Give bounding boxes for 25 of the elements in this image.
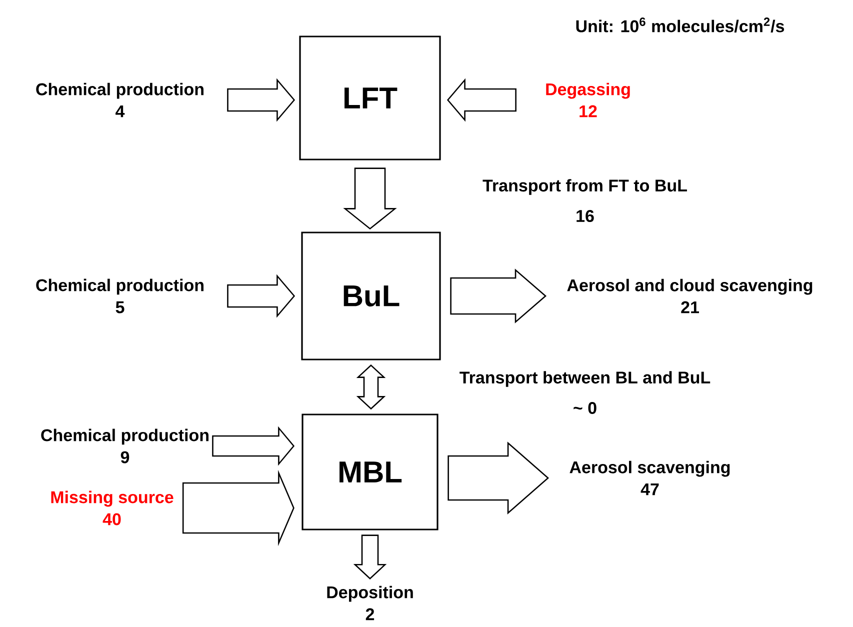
flux-label: Chemical production 9 [41, 428, 208, 464]
note-text: Unit: 10$^{6}$ molecules/cm$^{2}$/s [576, 18, 784, 32]
flux-label: Chemical production 4 [36, 82, 204, 118]
block-arrow [182, 470, 294, 546]
flux-label: Aerosol scavenging 47 [570, 460, 730, 496]
flux-label: Degassing 12 [546, 82, 630, 118]
layer-box: BuL [301, 232, 441, 360]
block-arrow [343, 168, 397, 230]
note-text: Transport between BL and BuL [460, 371, 710, 387]
layer-box: LFT [299, 36, 441, 160]
flux-label: Aerosol and cloud scavenging 21 [567, 278, 812, 314]
flux-label: Deposition 2 [327, 586, 413, 620]
block-arrow [353, 534, 387, 580]
note-text: Transport from FT to BuL [482, 179, 687, 195]
layer-box: MBL [302, 414, 438, 530]
note-text: 16 [576, 210, 594, 222]
block-arrow [227, 78, 296, 122]
flux-label: Chemical production 5 [36, 278, 204, 314]
block-arrow [448, 442, 550, 514]
block-arrow [212, 426, 295, 466]
block-arrow [450, 268, 547, 324]
flux-label: Missing source 40 [51, 490, 174, 526]
block-arrow [446, 78, 516, 122]
block-arrow [227, 274, 296, 318]
note-text: ~ 0 [574, 402, 596, 414]
